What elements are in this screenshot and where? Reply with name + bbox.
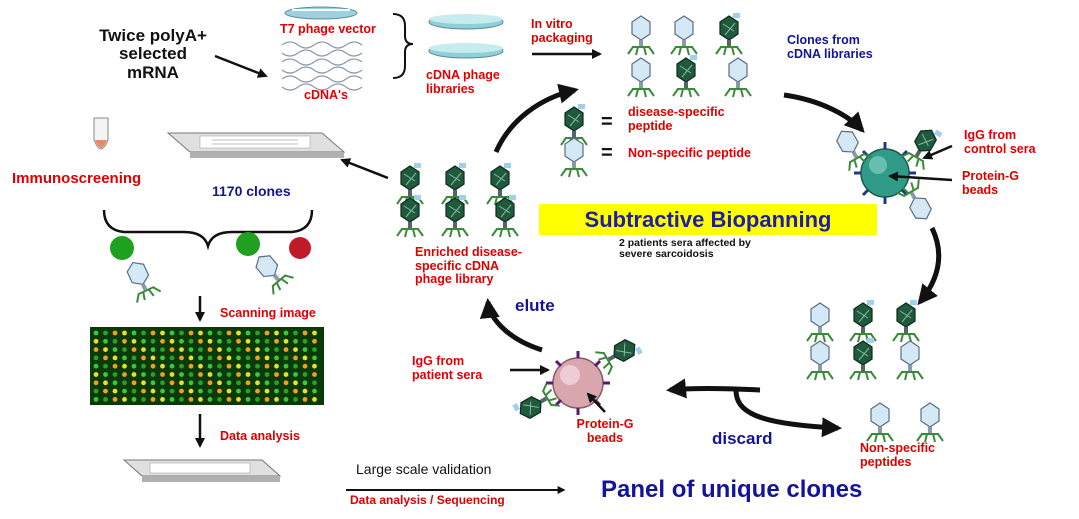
sequencing-label: Data analysis / Sequencing xyxy=(350,493,505,507)
cycle-arrows xyxy=(479,83,942,438)
patient-igg-label: IgG from patient sera xyxy=(412,354,483,382)
non-specific-peptides-label: Non-specific peptides xyxy=(860,441,936,469)
packaging-label: In vitro packaging xyxy=(531,17,593,45)
t7-vector-label: T7 phage vector xyxy=(280,22,376,36)
clone-phage-grid xyxy=(627,12,752,98)
scanning-image-label: Scanning image xyxy=(220,306,316,320)
sera-subtitle: 2 patients sera affected by severe sarco… xyxy=(619,237,751,261)
discard-label: discard xyxy=(712,429,773,448)
equals-sign-2: = xyxy=(601,142,613,164)
mrna-label: Twice polyA+ selected mRNA xyxy=(99,26,207,82)
clone-count-label: 1170 clones xyxy=(212,183,291,199)
enriched-library-label: Enriched disease- specific cDNA phage li… xyxy=(415,245,522,286)
elute-label: elute xyxy=(515,296,555,315)
clones-label: Clones from cDNA libraries xyxy=(787,33,873,61)
enriched-phage-grid xyxy=(340,158,519,238)
biopanning-title-box: Subtractive Biopanning xyxy=(539,204,877,235)
patient-bead xyxy=(510,330,645,428)
microarray-spots xyxy=(93,330,317,402)
panel-title: Panel of unique clones xyxy=(601,476,863,503)
validation-label: Large scale validation xyxy=(356,461,492,477)
control-bead xyxy=(829,120,953,227)
non-specific-label: Non-specific peptide xyxy=(628,146,751,160)
patient-beads-label: Protein-G beads xyxy=(576,417,634,445)
control-igg-label: IgG from control sera xyxy=(964,128,1036,156)
non-specific-phages xyxy=(866,402,944,443)
immunoscreening-label: Immunoscreening xyxy=(12,170,142,187)
cdna-label: cDNA's xyxy=(304,88,348,102)
libraries-label: cDNA phage libraries xyxy=(426,68,500,96)
remaining-phage-grid xyxy=(806,299,924,381)
library-disks xyxy=(428,14,602,59)
biopanning-title: Subtractive Biopanning xyxy=(584,206,832,232)
t7-vector-icons xyxy=(214,6,414,91)
equals-sign-1: = xyxy=(601,111,613,133)
legend-phages xyxy=(560,103,588,178)
disease-specific-label: disease-specific peptide xyxy=(628,105,725,133)
control-beads-label: Protein-G beads xyxy=(962,169,1019,197)
data-analysis-label: Data analysis xyxy=(220,429,300,443)
